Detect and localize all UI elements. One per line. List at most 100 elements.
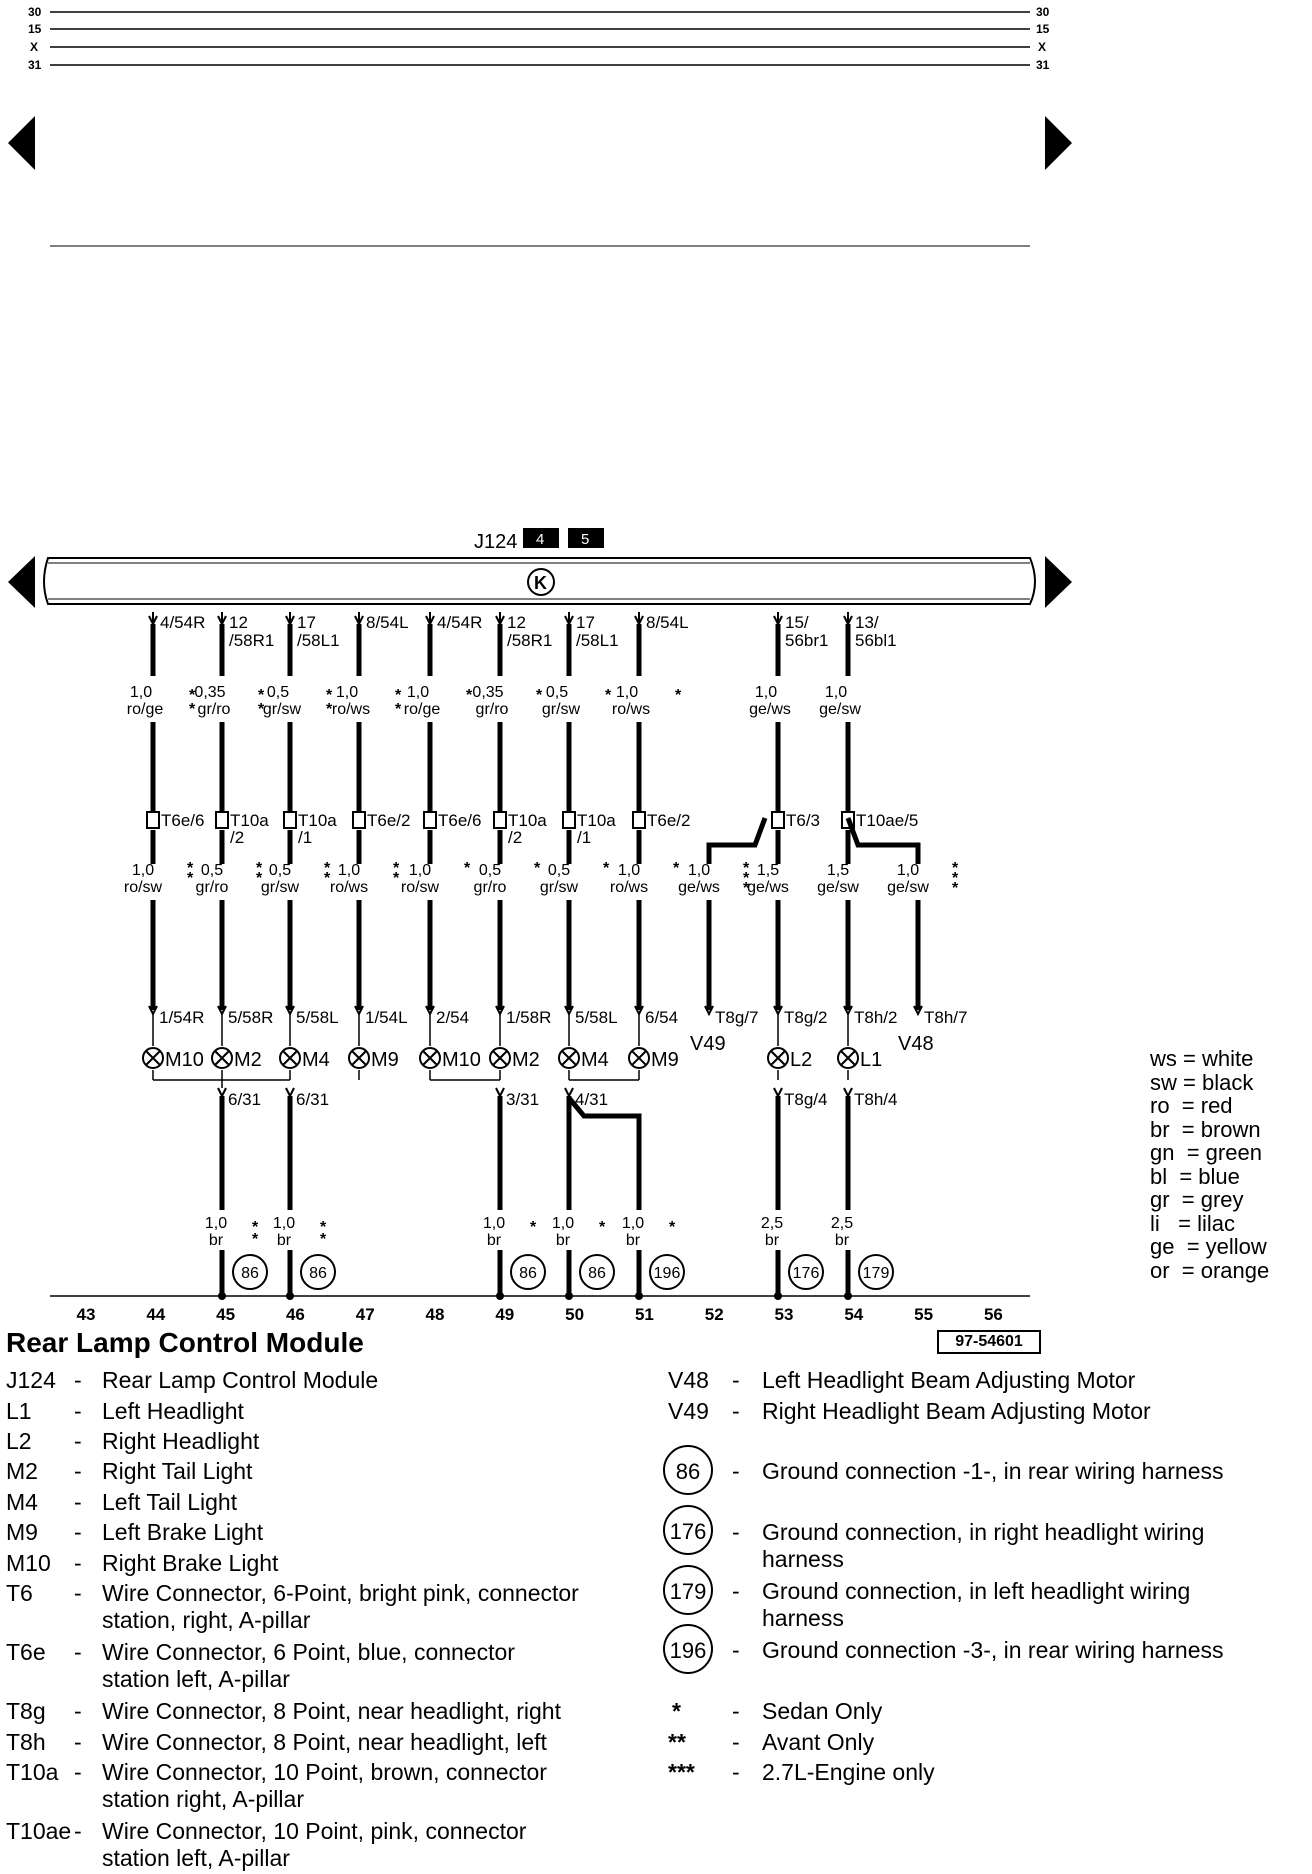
- device-pin-label: 2/54: [436, 1008, 469, 1027]
- circuit-layer: 4/54R1,0ro/ge**T6e/612/58R10,35gr/ro**T1…: [77, 612, 1003, 1324]
- column-number: 51: [635, 1305, 654, 1324]
- legend-item: ro = red: [1150, 1093, 1233, 1118]
- connector-label: T6e/6: [161, 811, 204, 830]
- variant-mark: *: [326, 687, 333, 704]
- wire-color-label: ge/ws: [678, 879, 720, 896]
- module-pin-label: 15/56br1: [785, 613, 828, 650]
- variant-mark: *: [256, 870, 263, 887]
- variant-mark: *: [603, 860, 610, 877]
- pin-arrow-icon: [704, 1005, 714, 1017]
- key-desc: Right Headlight: [102, 1428, 260, 1454]
- key-entry: J124-Rear Lamp Control Module: [6, 1367, 646, 1397]
- wire-color-label: ge/ws: [747, 879, 789, 896]
- variant-mark: *: [393, 860, 400, 877]
- wire-color-label: gr/sw: [263, 701, 302, 718]
- rail-label-30-right: 30: [1036, 5, 1050, 19]
- lamp-cross: [351, 1050, 367, 1066]
- wire-color-label: ro/sw: [124, 879, 163, 896]
- key-entry: T8g-Wire Connector, 8 Point, near headli…: [6, 1698, 646, 1728]
- connector-icon: [632, 811, 646, 829]
- ground-pin-label: T8h/4: [854, 1090, 897, 1109]
- module-pin-label: 8/54L: [366, 613, 409, 632]
- column-number: 48: [426, 1305, 445, 1324]
- pin-arrow-icon: [564, 1087, 574, 1099]
- ground-point-icon: [649, 1254, 685, 1290]
- device-pin-label: 1/54R: [159, 1008, 204, 1027]
- wire-size-label: 1,0: [552, 1215, 574, 1232]
- wire-size-label: 1,0: [897, 862, 919, 879]
- wire-color-label: gr/ro: [474, 879, 507, 896]
- connector-label: T10a/1: [298, 811, 337, 847]
- wire-color-label: ge/ws: [749, 701, 791, 718]
- ground-pin-label: 6/31: [228, 1090, 261, 1109]
- next-page-arrow-lower-icon[interactable]: [1045, 556, 1072, 608]
- ground-key-86: 86: [663, 1445, 713, 1495]
- device-label: M2: [234, 1049, 262, 1071]
- variant-mark: *: [324, 870, 331, 887]
- key-desc: Right Tail Light: [102, 1458, 253, 1484]
- variant-mark: *: [256, 860, 263, 877]
- key-code: T6e: [6, 1639, 46, 1665]
- variant-mark: *: [669, 1219, 676, 1236]
- pin-arrow-icon: [773, 1087, 783, 1099]
- variant-mark: *: [189, 701, 196, 718]
- variant-mark: *: [952, 870, 959, 887]
- wire-size-label: 1,0: [483, 1215, 505, 1232]
- key-code: L1: [6, 1398, 32, 1424]
- rail-label-x-left: X: [30, 40, 38, 54]
- connector-icon: [423, 811, 437, 829]
- key-entry: T6e-Wire Connector, 6 Point, blue, conne…: [6, 1639, 646, 1695]
- key-desc: Left Brake Light: [102, 1519, 264, 1545]
- wire-color-label: ro/ws: [332, 701, 370, 718]
- device-pin-label: T8h/2: [854, 1008, 897, 1027]
- legend-item: ws = white: [1150, 1046, 1254, 1071]
- next-page-arrow-icon[interactable]: [1045, 116, 1072, 170]
- key-code: **: [668, 1729, 686, 1755]
- module-badge-5: [568, 528, 604, 548]
- prev-page-arrow-icon[interactable]: [8, 116, 35, 170]
- key-entry: M9-Left Brake Light: [6, 1519, 646, 1549]
- wire-color-label: ro/ws: [330, 879, 368, 896]
- key-desc: Left Headlight: [102, 1398, 244, 1424]
- key-entry: M2-Right Tail Light: [6, 1458, 646, 1488]
- lamp-cross: [145, 1050, 161, 1066]
- wire-size-label: 1,5: [757, 862, 779, 879]
- key-desc: Ground connection, in left headlight wir…: [762, 1578, 1191, 1631]
- key-code: M2: [6, 1458, 38, 1484]
- key-desc: Ground connection -3-, in rear wiring ha…: [762, 1637, 1224, 1663]
- variant-mark: *: [393, 870, 400, 887]
- variant-mark: *: [743, 860, 750, 877]
- key-desc: Left Tail Light: [102, 1489, 238, 1515]
- key-code: M10: [6, 1550, 51, 1576]
- variant-mark: *: [466, 687, 473, 704]
- variant-mark: *: [743, 880, 750, 897]
- connector-label: T10ae/5: [856, 811, 918, 830]
- variant-mark: *: [326, 701, 333, 718]
- lamp-cross: [631, 1050, 647, 1066]
- key-entry: ***-2.7L-Engine only: [668, 1759, 1308, 1789]
- key-desc: Avant Only: [762, 1729, 875, 1755]
- column-number: 45: [216, 1305, 235, 1324]
- variant-mark: *: [599, 1219, 606, 1236]
- ground-key-196: 196: [663, 1624, 713, 1674]
- key-desc: Rear Lamp Control Module: [102, 1367, 379, 1393]
- ground-pin-label: 4/31: [575, 1090, 608, 1109]
- device-label: L1: [860, 1049, 882, 1071]
- wire-color-label: br: [487, 1232, 502, 1249]
- key-code: J124: [6, 1367, 56, 1393]
- rail-label-x-right: X: [1038, 40, 1046, 54]
- key-entry: M4-Left Tail Light: [6, 1489, 646, 1519]
- variant-mark: *: [395, 687, 402, 704]
- key-entry: **-Avant Only: [668, 1729, 1308, 1759]
- device-pin-label: T8g/2: [784, 1008, 827, 1027]
- wire-color-legend: ws = white sw = black ro = red br = brow…: [1150, 1047, 1269, 1282]
- key-desc: Right Brake Light: [102, 1550, 279, 1576]
- key-desc: Left Headlight Beam Adjusting Motor: [762, 1367, 1136, 1393]
- device-pin-label: 5/58R: [228, 1008, 273, 1027]
- wire-color-label: gr/sw: [540, 879, 579, 896]
- module-badge-5-label: 5: [581, 531, 589, 548]
- column-number: 55: [914, 1305, 933, 1324]
- connector-label: T6e/2: [647, 811, 690, 830]
- lamp-cross: [214, 1050, 230, 1066]
- prev-page-arrow-lower-icon[interactable]: [8, 556, 35, 608]
